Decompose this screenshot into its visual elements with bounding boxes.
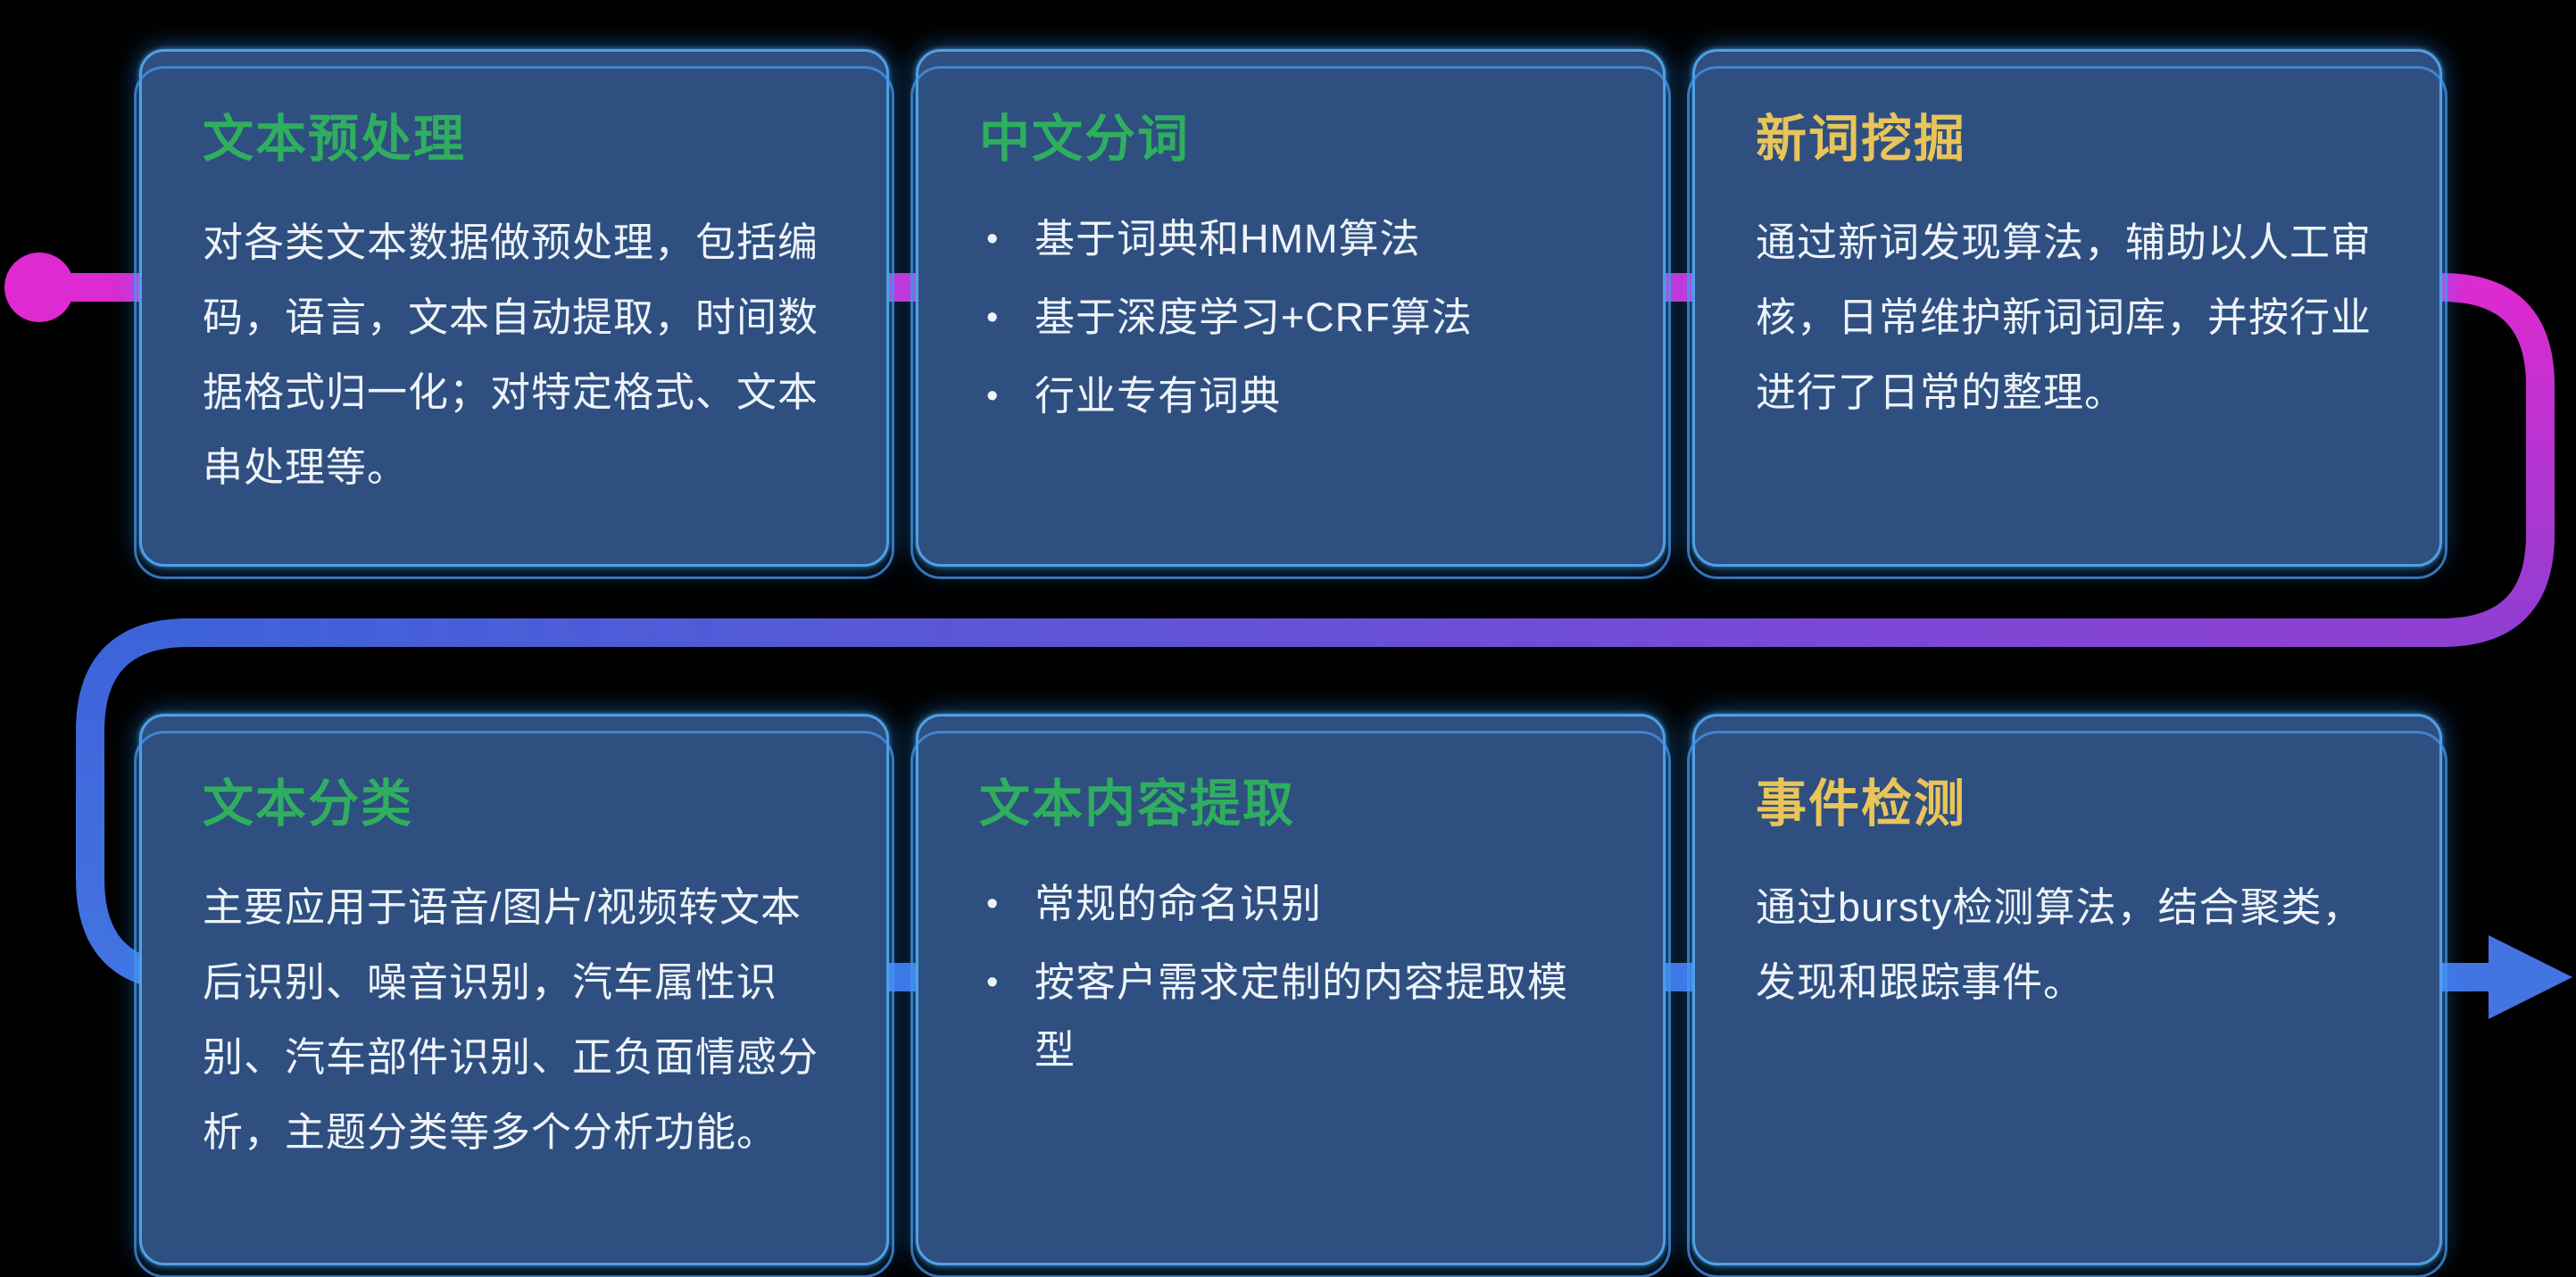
bullet-item: 基于词典和HMM算法 xyxy=(979,205,1602,273)
card-title: 事件检测 xyxy=(1756,775,1966,833)
card-body-text: 通过新词发现算法，辅助以人工审核，日常维护新词词库，并按行业进行了日常的整理。 xyxy=(1756,220,2372,415)
card-event-detection: 事件检测 通过bursty检测算法，结合聚类，发现和跟踪事件。 xyxy=(1687,714,2447,1277)
card-text-content-extraction: 文本内容提取 常规的命名识别 按客户需求定制的内容提取模型 xyxy=(910,714,1671,1277)
flow-start-dot xyxy=(4,253,74,322)
card-title: 新词挖掘 xyxy=(1756,111,1966,168)
card-title: 文本内容提取 xyxy=(979,775,1295,833)
card-bullet-list: 基于词典和HMM算法 基于深度学习+CRF算法 行业专有词典 xyxy=(979,205,1602,430)
card-body-text: 通过bursty检测算法，结合聚类，发现和跟踪事件。 xyxy=(1756,884,2364,1005)
card-body-text: 对各类文本数据做预处理，包括编码，语言，文本自动提取，时间数据格式归一化；对特定… xyxy=(203,220,819,490)
flow-curve-right xyxy=(2441,273,2555,647)
bullet-item: 按客户需求定制的内容提取模型 xyxy=(979,949,1602,1084)
flow-end-arrow-icon xyxy=(2489,935,2572,1019)
card-title: 中文分词 xyxy=(979,111,1190,168)
card-title: 文本预处理 xyxy=(203,111,466,168)
card-title: 文本分类 xyxy=(203,775,413,833)
card-new-word-mining: 新词挖掘 通过新词发现算法，辅助以人工审核，日常维护新词词库，并按行业进行了日常… xyxy=(1687,49,2447,579)
card-chinese-word-segmentation: 中文分词 基于词典和HMM算法 基于深度学习+CRF算法 行业专有词典 xyxy=(910,49,1671,579)
card-body-text: 主要应用于语音/图片/视频转文本后识别、噪音识别，汽车属性识别、汽车部件识别、正… xyxy=(203,884,819,1155)
card-text-classification: 文本分类 主要应用于语音/图片/视频转文本后识别、噪音识别，汽车属性识别、汽车部… xyxy=(134,714,894,1277)
bullet-item: 行业专有词典 xyxy=(979,362,1602,430)
bullet-item: 基于深度学习+CRF算法 xyxy=(979,284,1602,352)
card-bullet-list: 常规的命名识别 按客户需求定制的内容提取模型 xyxy=(979,870,1602,1084)
card-text-preprocessing: 文本预处理 对各类文本数据做预处理，包括编码，语言，文本自动提取，时间数据格式归… xyxy=(134,49,894,579)
bullet-item: 常规的命名识别 xyxy=(979,870,1602,938)
